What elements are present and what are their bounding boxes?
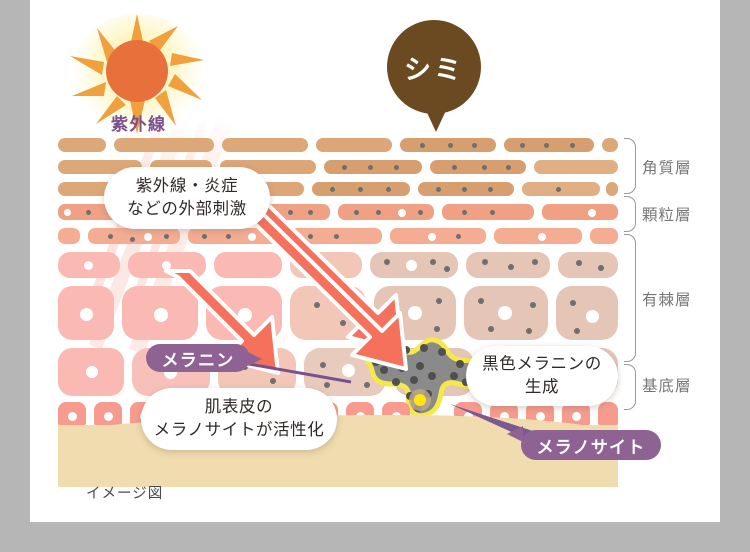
shimi-bubble-label: シミ xyxy=(404,54,464,85)
diagram-card: 紫外線 シミ xyxy=(30,0,720,522)
granular-cell xyxy=(290,228,382,244)
layer-label-stratum-corneum: 角質層 xyxy=(642,160,692,177)
spinous-cell xyxy=(466,252,550,278)
melanin-pill: メラニン xyxy=(146,344,250,372)
corneum-cell xyxy=(534,160,618,174)
corneum-cell xyxy=(316,138,392,152)
image-caption: イメージ図 xyxy=(86,486,164,502)
callout-line-2: メラノサイトが活性化 xyxy=(153,421,325,439)
corneum-cell xyxy=(114,138,214,152)
corneum-cell xyxy=(58,182,114,196)
melanocyte-pill-label: メラノサイト xyxy=(536,437,646,457)
callout-line-1: 肌表皮の xyxy=(204,397,274,416)
granular-cell xyxy=(442,204,534,220)
bracket-spinous-layer xyxy=(624,234,636,362)
corneum-cell xyxy=(312,182,410,196)
granular-cell xyxy=(494,228,582,244)
bracket-basal-layer xyxy=(624,364,636,410)
melanocyte-pill: メラノサイト xyxy=(521,430,661,460)
callout-line-1: 黒色メラニンの xyxy=(482,354,602,373)
granular-cell xyxy=(590,228,618,244)
corneum-cell xyxy=(606,182,618,196)
granular-cell xyxy=(338,204,434,220)
sun-illustration xyxy=(60,8,220,138)
spinous-cell xyxy=(556,286,618,340)
granular-cell xyxy=(542,204,618,220)
spinous-cell xyxy=(464,286,548,340)
corneum-cell xyxy=(522,182,600,196)
spinous-cell xyxy=(58,286,114,340)
callout-black-melanin: 黒色メラニンの 生成 xyxy=(466,346,618,406)
spinous-cell xyxy=(122,286,198,340)
basal-cell xyxy=(598,402,618,430)
granular-cell xyxy=(390,228,486,244)
layer-label-basal: 基底層 xyxy=(642,378,692,395)
corneum-cell xyxy=(324,160,422,174)
stimulus-arrows xyxy=(164,187,408,375)
corneum-cell xyxy=(400,138,496,152)
spinous-cell xyxy=(370,252,458,278)
callout-line-1: 紫外線・炎症 xyxy=(135,176,239,195)
corneum-cell xyxy=(430,160,526,174)
bracket-stratum-corneum xyxy=(624,138,636,194)
layer-label-granular: 顆粒層 xyxy=(642,207,692,224)
granular-cell xyxy=(88,228,180,244)
callout-line-2: 生成 xyxy=(524,378,560,396)
corneum-cell xyxy=(504,138,594,152)
corneum-cell xyxy=(58,138,106,152)
spinous-cell xyxy=(558,252,618,278)
corneum-cell xyxy=(418,182,514,196)
callout-melanocyte-activation: 肌表皮の メラノサイトが活性化 xyxy=(141,388,337,450)
corneum-cell xyxy=(222,138,308,152)
melanin-pill-label: メラニン xyxy=(161,350,235,370)
layer-label-spinous: 有棘層 xyxy=(642,292,692,309)
spinous-cell xyxy=(214,252,282,278)
sun-core xyxy=(106,40,168,102)
granular-cell xyxy=(58,228,80,244)
melanocyte-pill-tail xyxy=(507,426,523,442)
spinous-cell xyxy=(58,252,120,278)
bracket-granular-layer xyxy=(624,196,636,232)
uv-label: 紫外線 xyxy=(111,115,167,134)
shimi-bubble: シミ xyxy=(387,20,481,114)
callout-external-stimuli: 紫外線・炎症 などの外部刺激 xyxy=(104,167,270,229)
melanin-pill-tail xyxy=(248,352,262,366)
spinous-cell xyxy=(58,348,124,396)
callout-line-2: などの外部刺激 xyxy=(127,200,247,218)
corneum-cell xyxy=(602,138,618,152)
